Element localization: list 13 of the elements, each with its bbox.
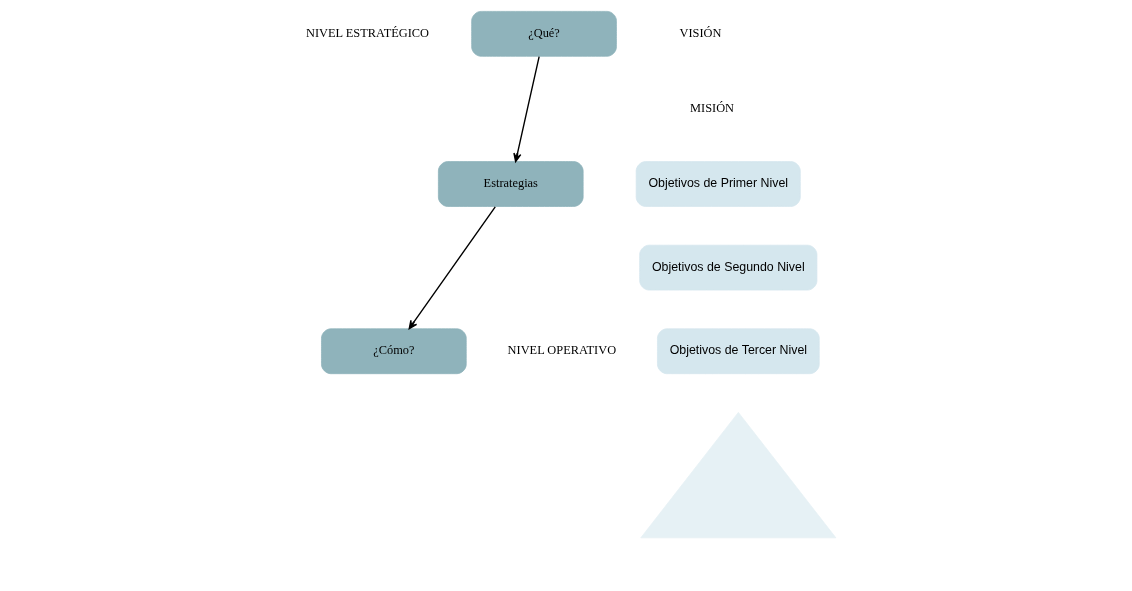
label: MISIÓN — [689, 100, 734, 115]
node-box: ¿Cómo? — [320, 328, 467, 375]
node-box: Estrategias — [437, 161, 584, 207]
node-box: Objetivos de Tercer Nivel — [656, 328, 820, 375]
node-box: ¿Qué? — [470, 11, 617, 57]
label: NIVEL OPERATIVO — [507, 343, 616, 358]
arrow — [408, 206, 496, 330]
label: NIVEL ESTRATÉGICO — [305, 25, 429, 40]
node-triangle — [639, 412, 836, 539]
arrow — [512, 55, 540, 163]
node-box: Objetivos de Primer Nivel — [635, 161, 801, 207]
node-box: Objetivos de Segundo Nivel — [638, 244, 817, 291]
label: VISIÓN — [678, 25, 721, 40]
